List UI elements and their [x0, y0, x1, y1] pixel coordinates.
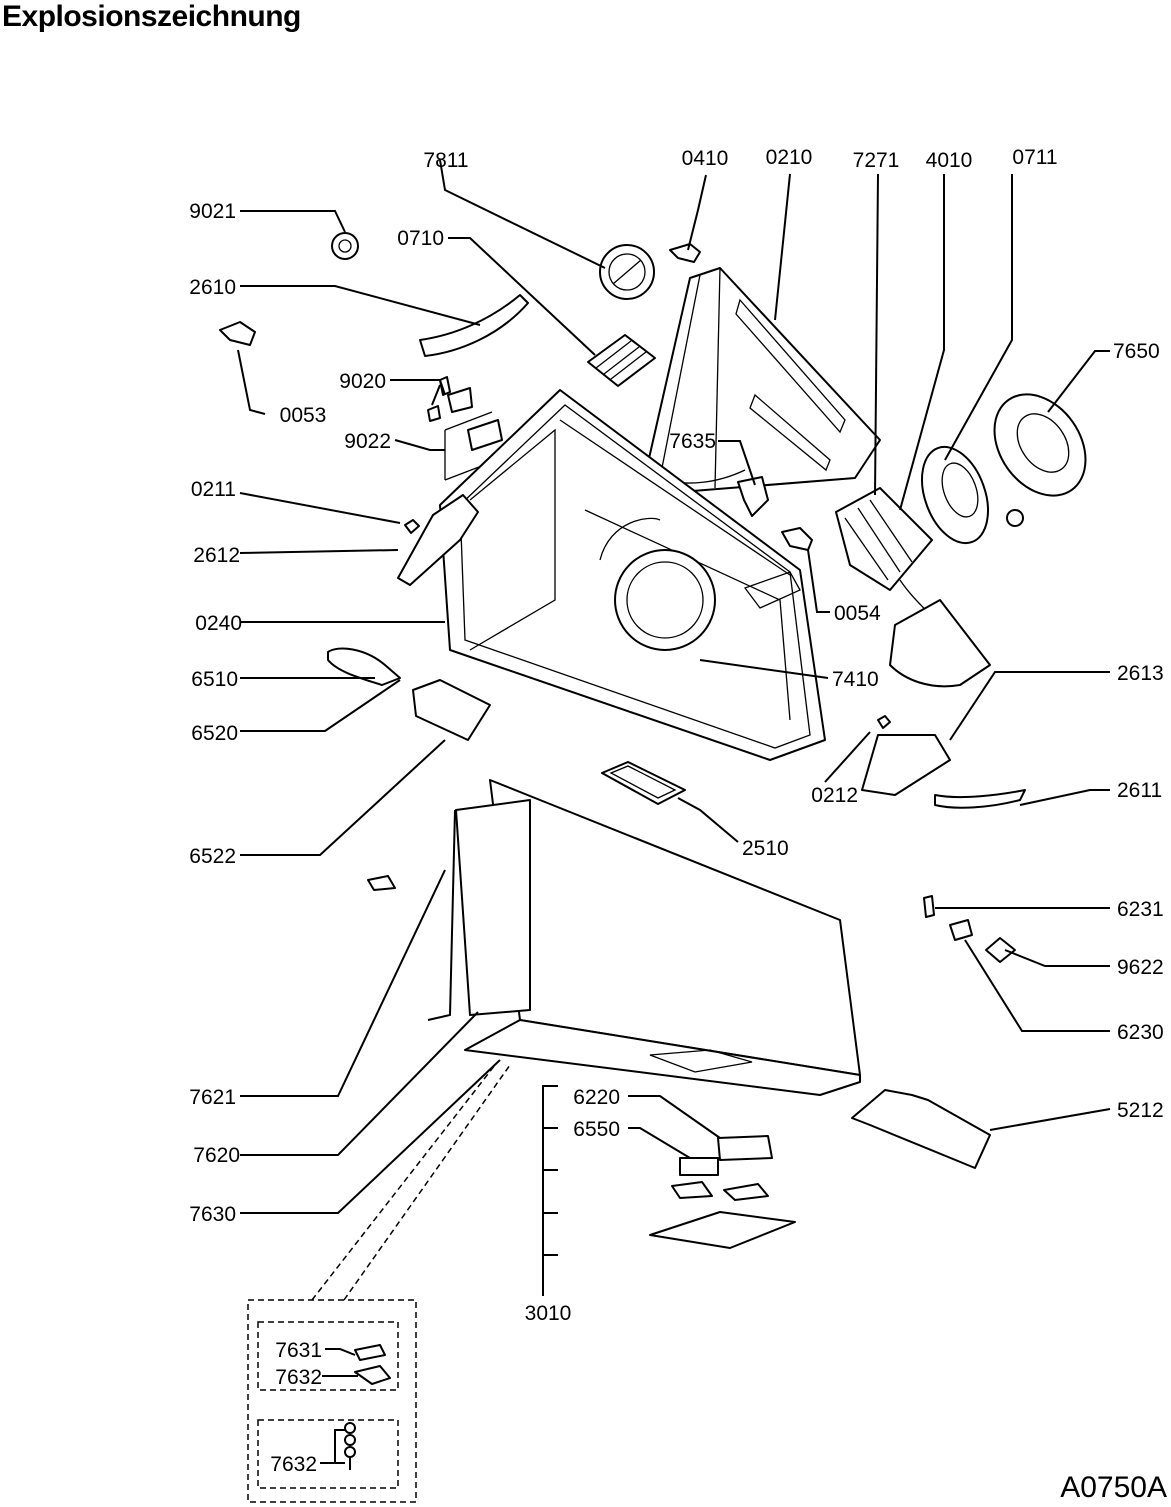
- label-6510: 6510: [191, 668, 238, 691]
- part-3010-board: [649, 1211, 796, 1249]
- part-7650-filter: [993, 393, 1087, 497]
- part-4010-grill: [921, 445, 989, 545]
- part-7635-bracket: [737, 476, 769, 517]
- label-6220: 6220: [573, 1086, 620, 1109]
- label-7620: 7620: [193, 1144, 240, 1167]
- label-0210: 0210: [766, 146, 813, 169]
- part-shapes: [219, 232, 1087, 1249]
- part-9021-knob: [331, 232, 359, 260]
- label-7632-bottom: 7632: [270, 1453, 317, 1476]
- label-0211: 0211: [191, 478, 236, 501]
- drawing-code: A0750A: [1060, 1471, 1167, 1504]
- detail-boxes: [247, 1064, 511, 1503]
- label-7632-top: 7632: [275, 1366, 322, 1389]
- label-7650: 7650: [1113, 340, 1160, 363]
- label-7410: 7410: [832, 668, 879, 691]
- label-2510: 2510: [742, 837, 789, 860]
- part-6520-bracket: [412, 679, 491, 741]
- part-0210-chimney: [644, 267, 881, 493]
- label-5212: 5212: [1117, 1099, 1164, 1122]
- part-0710-grid: [587, 334, 656, 387]
- label-7631: 7631: [275, 1339, 322, 1362]
- label-7621: 7621: [189, 1086, 236, 1109]
- label-0710: 0710: [397, 227, 444, 250]
- part-2612-plate: [397, 494, 479, 586]
- page-title: Explosionszeichnung: [2, 0, 301, 33]
- label-7630: 7630: [189, 1203, 236, 1226]
- label-4010: 4010: [926, 149, 973, 172]
- label-0054: 0054: [834, 602, 881, 625]
- part-2611-strip: [934, 789, 1026, 809]
- part-9622-sticker: [985, 937, 1016, 963]
- part-6550-block: [679, 1157, 719, 1176]
- label-6520: 6520: [191, 722, 238, 745]
- part-6231-switch: [923, 895, 935, 918]
- part-6220-block: [717, 1135, 773, 1161]
- label-7271: 7271: [853, 149, 900, 172]
- part-7811-cover: [599, 244, 655, 300]
- part-0410-clip: [669, 243, 701, 263]
- label-9622: 9622: [1117, 956, 1164, 979]
- label-6230: 6230: [1117, 1021, 1164, 1044]
- part-labels: 7811 0410 0210 7271 4010 0711 9021 0710 …: [189, 146, 1163, 1476]
- part-0053-clip: [219, 321, 256, 346]
- label-9020: 9020: [339, 370, 386, 393]
- label-2612: 2612: [193, 544, 240, 567]
- label-0212: 0212: [811, 784, 858, 807]
- part-0212-nut: [877, 715, 891, 729]
- label-7635: 7635: [669, 430, 716, 453]
- label-7811: 7811: [423, 149, 468, 172]
- part-0211-nut: [404, 519, 420, 534]
- part-0711-plug: [1006, 509, 1024, 527]
- label-6522: 6522: [189, 845, 236, 868]
- part-5212-channel: [851, 1089, 991, 1169]
- part-7620-canopy: [455, 779, 861, 1096]
- part-7621-rod: [427, 809, 456, 1021]
- part-0054-clip: [781, 527, 813, 551]
- label-0240: 0240: [195, 612, 242, 635]
- label-6231: 6231: [1117, 898, 1164, 921]
- label-6550: 6550: [573, 1118, 620, 1141]
- part-0240-housing: [439, 389, 826, 761]
- part-clip-left: [367, 875, 396, 891]
- label-9021: 9021: [189, 200, 236, 223]
- part-2610-strip: [419, 294, 529, 357]
- leader-lines: [237, 159, 1111, 1464]
- part-2510-frame: [601, 761, 686, 805]
- label-0053: 0053: [280, 404, 327, 427]
- label-3010: 3010: [525, 1302, 572, 1325]
- label-2610: 2610: [189, 276, 236, 299]
- label-0410: 0410: [682, 147, 729, 170]
- label-2611: 2611: [1117, 779, 1162, 802]
- part-6510-lamp: [327, 647, 401, 686]
- label-0711: 0711: [1012, 146, 1057, 169]
- label-2613: 2613: [1117, 662, 1164, 685]
- label-9022: 9022: [344, 430, 391, 453]
- part-2613-plate: [861, 734, 951, 796]
- part-7271-motor: [835, 487, 991, 688]
- part-9022-bracket: [447, 387, 473, 413]
- part-6230-switch: [949, 919, 973, 941]
